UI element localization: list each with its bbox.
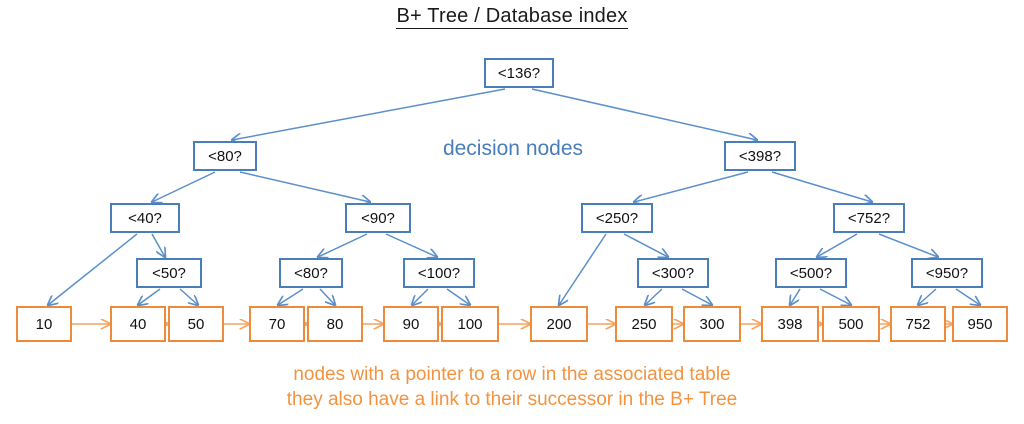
leaf-node-label: 398 [777,315,803,333]
leaf-node-label: 80 [326,315,344,333]
decision-node-d398[interactable]: <398? [724,141,796,171]
decision-node-d752[interactable]: <752? [833,203,905,233]
leaf-node-l300[interactable]: 300 [683,306,741,342]
caption-line-1: nodes with a pointer to a row in the ass… [293,364,731,385]
decision-node-label: <300? [651,264,695,282]
leaf-node-l50[interactable]: 50 [168,306,224,342]
decision-node-d136[interactable]: <136? [484,58,554,88]
decision-node-d100[interactable]: <100? [403,258,475,288]
decision-node-label: <50? [152,264,186,282]
edge-d80-to-d90 [239,171,370,202]
leaf-node-label: 500 [838,315,864,333]
decision-node-label: <40? [128,209,162,227]
edge-d950-to-l950 [955,288,980,305]
page-title: B+ Tree / Database index [0,5,1024,29]
leaf-node-l250[interactable]: 250 [615,306,673,342]
edge-d500-to-l500 [819,288,851,305]
leaf-node-label: 50 [187,315,205,333]
leaf-node-l752[interactable]: 752 [890,306,946,342]
edge-d80b-to-l80 [319,288,335,305]
leaf-node-l950[interactable]: 950 [952,306,1008,342]
decision-node-d40[interactable]: <40? [110,203,180,233]
decision-node-d250[interactable]: <250? [581,203,653,233]
edge-d250-to-d300 [623,233,668,257]
decision-node-d80b[interactable]: <80? [279,258,343,288]
edge-d300-to-l300 [681,288,712,305]
edge-d50-to-l40 [138,288,161,305]
decision-node-label: <398? [738,147,782,165]
leaf-node-label: 70 [268,315,286,333]
edge-d100-to-l100 [446,288,470,305]
leaf-node-l90[interactable]: 90 [383,306,439,342]
leaf-node-label: 100 [457,315,483,333]
decision-node-label: <80? [208,147,242,165]
decision-node-d500[interactable]: <500? [775,258,847,288]
edge-d136-to-d398 [531,88,757,140]
edge-d752-to-d500 [817,233,858,257]
leaf-node-l500[interactable]: 500 [822,306,880,342]
edge-d500-to-l398 [790,288,801,305]
decision-node-label: <90? [361,209,395,227]
leaf-node-label: 40 [129,315,147,333]
leaf-node-label: 950 [967,315,993,333]
decision-node-label: <500? [789,264,833,282]
decision-node-d80[interactable]: <80? [193,141,257,171]
edge-d250-to-l200 [559,233,607,305]
leaf-node-l70[interactable]: 70 [249,306,305,342]
caption-line-2: they also have a link to their successor… [286,389,738,410]
decision-edges [48,88,980,305]
leaf-node-l398[interactable]: 398 [761,306,819,342]
leaf-node-label: 200 [546,315,572,333]
edge-d90-to-d80b [318,233,368,257]
decision-node-label: <100? [417,264,461,282]
edge-d40-to-l10 [48,233,138,305]
edge-d950-to-l752 [918,288,937,305]
decision-node-label: <250? [595,209,639,227]
edge-d300-to-l250 [645,288,663,305]
edge-d398-to-d250 [634,171,749,202]
edge-d100-to-l90 [412,288,429,305]
edge-d40-to-d50 [151,233,165,257]
decision-nodes-label: decision nodes [442,137,584,160]
decision-node-d90[interactable]: <90? [345,203,411,233]
decision-node-label: <80? [294,264,328,282]
decision-node-d300[interactable]: <300? [637,258,709,288]
decision-node-label: <136? [497,64,541,82]
leaf-node-l40[interactable]: 40 [110,306,166,342]
page-title-text: B+ Tree / Database index [396,5,628,29]
leaf-node-l200[interactable]: 200 [530,306,588,342]
leaf-node-label: 300 [699,315,725,333]
leaf-node-l100[interactable]: 100 [441,306,499,342]
leaf-nodes-caption: nodes with a pointer to a row in the ass… [0,362,1024,412]
edge-d90-to-d100 [385,233,437,257]
leaf-node-l10[interactable]: 10 [16,306,72,342]
leaf-node-label: 250 [631,315,657,333]
edge-d50-to-l50 [179,288,198,305]
edge-d80b-to-l70 [278,288,304,305]
edge-d136-to-d80 [232,88,506,140]
decision-node-label: <752? [847,209,891,227]
leaf-node-l80[interactable]: 80 [307,306,363,342]
edge-d398-to-d752 [771,171,872,202]
decision-node-label: <950? [925,264,969,282]
leaf-node-label: 10 [35,315,53,333]
decision-node-d950[interactable]: <950? [911,258,983,288]
leaf-node-label: 752 [905,315,931,333]
edge-d752-to-d950 [878,233,938,257]
leaf-node-label: 90 [402,315,420,333]
edge-d80-to-d40 [152,171,216,202]
decision-node-d50[interactable]: <50? [136,258,202,288]
